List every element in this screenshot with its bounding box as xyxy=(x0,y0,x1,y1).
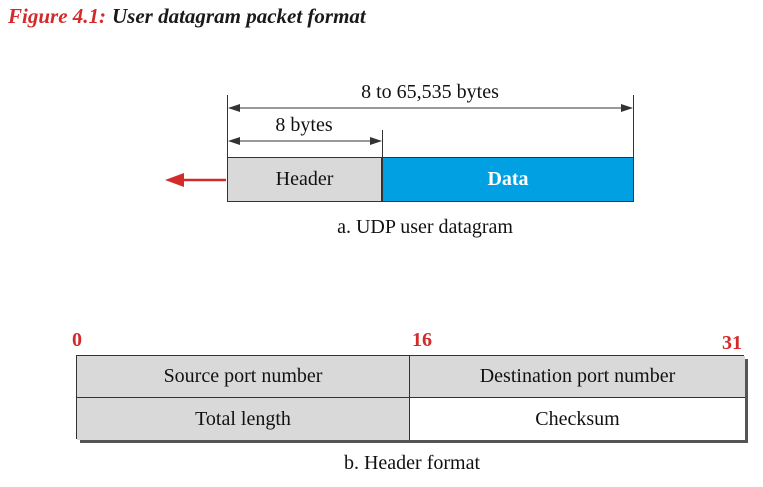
header-length-label: 8 bytes xyxy=(275,114,333,136)
data-block-label: Data xyxy=(487,168,529,190)
bit-label-0: 0 xyxy=(72,329,82,351)
direction-arrowhead xyxy=(165,173,184,187)
figure-title-text: User datagram packet format xyxy=(112,4,366,28)
datagram-caption: a. UDP user datagram xyxy=(337,216,513,238)
bit-label-16: 16 xyxy=(412,329,432,351)
header-block: Header xyxy=(227,157,382,202)
total-length-cell: Total length xyxy=(77,398,410,440)
checksum-cell: Checksum xyxy=(410,398,745,440)
figure-label: Figure 4.1: xyxy=(8,4,107,28)
figure-title: Figure 4.1:User datagram packet format xyxy=(8,4,366,29)
total-right-arrowhead xyxy=(621,104,633,112)
total-left-arrowhead xyxy=(228,104,240,112)
total-length-label: 8 to 65,535 bytes xyxy=(361,81,499,103)
bit-label-31: 31 xyxy=(722,332,742,354)
header-block-label: Header xyxy=(275,168,334,190)
destination-port-cell: Destination port number xyxy=(410,356,745,398)
source-port-cell: Source port number xyxy=(77,356,410,398)
header-right-arrowhead xyxy=(370,137,382,145)
header-format-table: Source port number Destination port numb… xyxy=(76,355,745,440)
header-format-caption: b. Header format xyxy=(343,452,481,474)
data-block: Data xyxy=(382,157,634,202)
header-left-arrowhead xyxy=(228,137,240,145)
